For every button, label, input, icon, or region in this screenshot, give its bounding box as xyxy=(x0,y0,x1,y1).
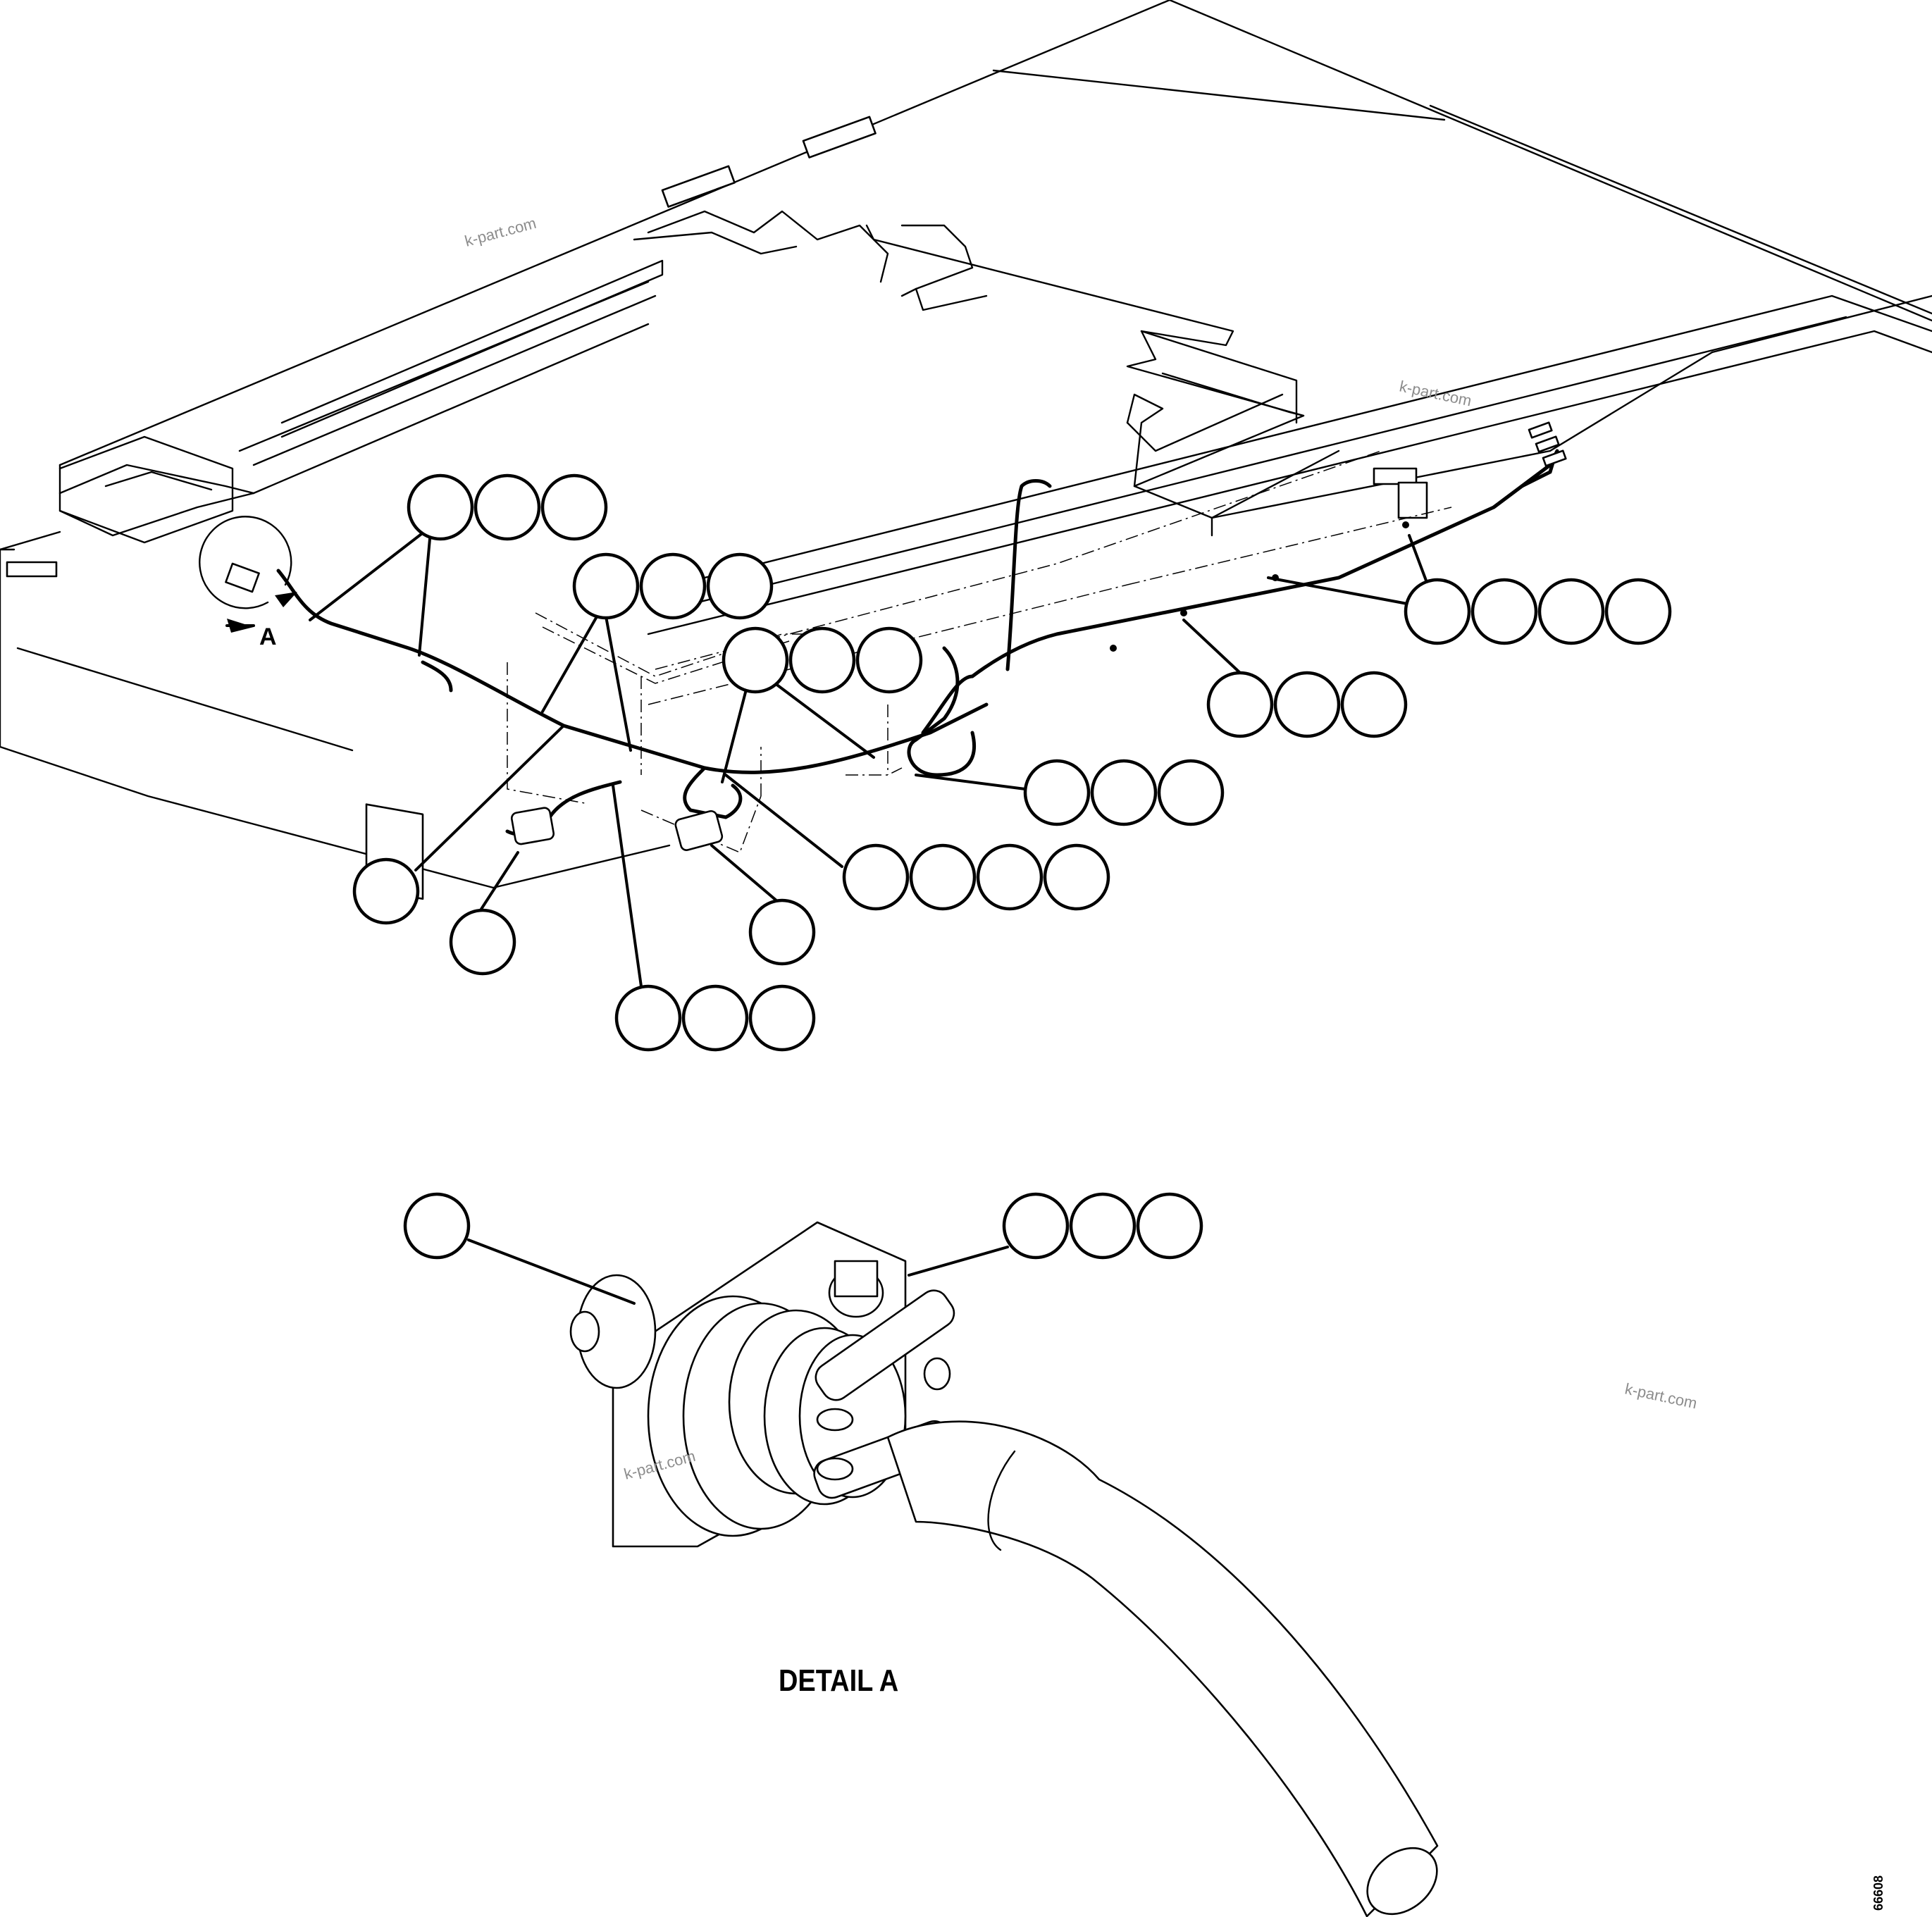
callout-bubble xyxy=(681,984,749,1052)
callout-bubble xyxy=(449,908,516,976)
callout-bubble xyxy=(540,473,608,541)
callout-bubble xyxy=(614,984,682,1052)
callout-bubble xyxy=(1043,843,1110,911)
wiring-harness xyxy=(225,421,1567,851)
callout-bubble xyxy=(722,626,789,694)
callout-bubble xyxy=(909,843,977,911)
callout-bubble xyxy=(473,473,541,541)
callout-bubble xyxy=(1470,578,1538,645)
detail-a-connector xyxy=(569,1221,1439,1917)
callout-bubble xyxy=(1340,671,1408,738)
callout-group-12 xyxy=(403,1192,471,1260)
view-a-indicator: A xyxy=(199,516,297,650)
callout-group-4 xyxy=(1404,578,1672,645)
callout-bubble xyxy=(572,552,640,620)
watermark: k-part.com xyxy=(463,214,538,250)
callout-bubble xyxy=(748,984,816,1052)
callout-bubble xyxy=(842,843,910,911)
callout-group-1 xyxy=(407,473,608,541)
view-a-label: A xyxy=(259,624,277,650)
callout-group-13 xyxy=(1002,1192,1203,1260)
callout-group-11 xyxy=(614,984,816,1052)
callout-bubble xyxy=(1537,578,1605,645)
callout-group-10 xyxy=(748,898,816,966)
callout-bubble xyxy=(1002,1192,1070,1260)
callout-group-7 xyxy=(842,843,1110,911)
callout-group-6 xyxy=(1023,759,1225,826)
callout-bubble xyxy=(1090,759,1158,826)
callout-bubble xyxy=(1404,578,1471,645)
callout-bubble xyxy=(403,1192,471,1260)
callout-bubble xyxy=(1136,1192,1203,1260)
callout-bubble xyxy=(407,473,474,541)
callout-group-2 xyxy=(572,552,774,620)
callout-bubble xyxy=(748,898,816,966)
callout-bubble xyxy=(855,626,923,694)
callout-group-3 xyxy=(722,626,923,694)
callout-group-8 xyxy=(352,857,420,925)
figure-number: 66608 xyxy=(1871,1875,1885,1911)
callout-bubble xyxy=(1023,759,1091,826)
watermark: k-part.com xyxy=(1623,1379,1699,1412)
callout-bubble xyxy=(1157,759,1225,826)
callout-bubble xyxy=(788,626,856,694)
callout-group-5 xyxy=(1206,671,1408,738)
callout-bubble xyxy=(1069,1192,1137,1260)
callout-bubble xyxy=(1604,578,1672,645)
callout-bubble xyxy=(1273,671,1341,738)
detail-title: DETAIL A xyxy=(779,1663,898,1698)
callout-bubble xyxy=(352,857,420,925)
callout-bubble xyxy=(976,843,1044,911)
callout-bubble xyxy=(1206,671,1274,738)
callout-bubble xyxy=(706,552,774,620)
callout-bubble xyxy=(639,552,707,620)
platform-deck xyxy=(0,0,1932,900)
watermark: k-part.com xyxy=(1398,377,1473,409)
callout-group-9 xyxy=(449,908,516,976)
